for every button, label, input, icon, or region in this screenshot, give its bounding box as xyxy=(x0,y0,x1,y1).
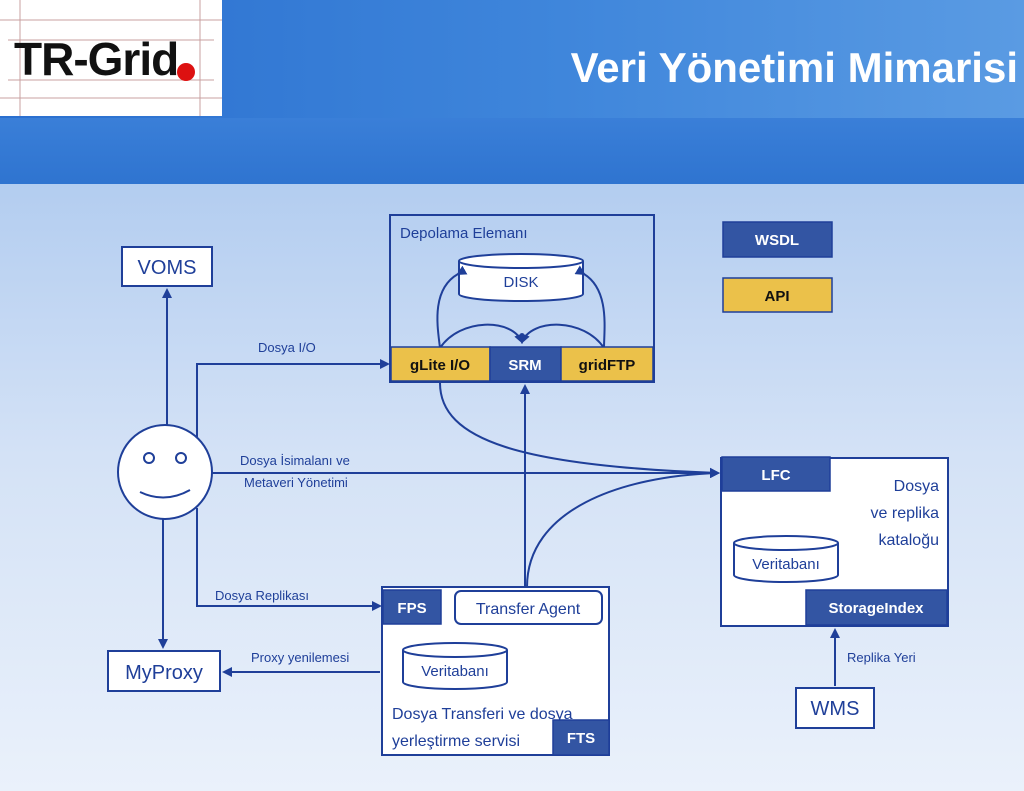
srm-label: SRM xyxy=(508,357,541,374)
legend-api xyxy=(722,277,833,313)
edge-label-replica: Dosya Replikası xyxy=(215,588,309,603)
voms-box xyxy=(121,246,213,287)
edge-user-fps xyxy=(196,508,382,611)
myproxy-box xyxy=(107,650,221,692)
transfer-agent-label: Transfer Agent xyxy=(476,601,581,618)
lfc-desc-3: kataloğu xyxy=(879,532,940,549)
voms-label: VOMS xyxy=(138,257,197,279)
fts-desc-1: Dosya Transferi ve dosya xyxy=(392,706,573,723)
page-title: Veri Yönetimi Mimarisi xyxy=(570,44,1018,91)
fps-label: FPS xyxy=(397,600,426,617)
disk-label: DISK xyxy=(503,274,538,291)
fps-badge xyxy=(382,589,442,625)
fts-badge-label: FTS xyxy=(567,730,595,747)
lfc-badge xyxy=(721,456,831,492)
tr-grid-logo: TR-Grid xyxy=(0,0,222,116)
gridftp-label: gridFTP xyxy=(579,357,636,374)
edge-glite-lfc xyxy=(439,382,720,478)
glite-io-label: gLite I/O xyxy=(410,357,470,374)
storageindex-label: StorageIndex xyxy=(828,600,924,617)
wms-box xyxy=(795,687,875,729)
transfer-agent-box xyxy=(454,590,603,625)
edge-label-namespace-1: Dosya İsimalanı ve xyxy=(240,453,350,468)
lfc-badge-label: LFC xyxy=(761,467,790,484)
header-subband xyxy=(0,118,1024,184)
legend-api-label: API xyxy=(764,288,789,305)
fts-database-cylinder: Veritabanı xyxy=(402,642,508,690)
edge-label-replica-location: Replika Yeri xyxy=(847,650,916,665)
logo-red-dot xyxy=(177,63,195,81)
fts-db-label: Veritabanı xyxy=(421,663,489,680)
storageindex-badge xyxy=(805,589,948,626)
legend-wsdl-label: WSDL xyxy=(755,232,799,249)
gridftp-interface xyxy=(560,346,654,382)
edge-label-file-io: Dosya I/O xyxy=(258,340,316,355)
legend-wsdl xyxy=(722,221,833,258)
edge-agent-lfc xyxy=(526,468,720,588)
edge-label-proxy-renewal: Proxy yenilemesi xyxy=(251,650,349,665)
user-smiley-icon xyxy=(117,424,213,520)
lfc-database-cylinder: Veritabanı xyxy=(733,535,839,583)
wms-label: WMS xyxy=(811,698,860,720)
glite-io-interface xyxy=(390,346,491,382)
disk-cylinder: DISK xyxy=(458,253,584,302)
fts-badge xyxy=(552,719,610,756)
myproxy-label: MyProxy xyxy=(125,662,203,684)
fts-desc-2: yerleştirme servisi xyxy=(392,733,520,750)
logo-grid-graphic xyxy=(0,0,222,116)
lfc-desc-1: Dosya xyxy=(894,478,939,495)
lfc-db-label: Veritabanı xyxy=(752,556,820,573)
storage-element-title: Depolama Elemanı xyxy=(400,225,528,242)
edge-label-namespace-2: Metaveri Yönetimi xyxy=(244,475,348,490)
storage-element-box xyxy=(389,214,655,383)
logo-text: TR-Grid xyxy=(14,33,179,85)
disk-interface-arcs xyxy=(436,265,606,349)
edge-user-glite-io xyxy=(196,359,390,437)
lfc-desc-2: ve replika xyxy=(871,505,940,522)
